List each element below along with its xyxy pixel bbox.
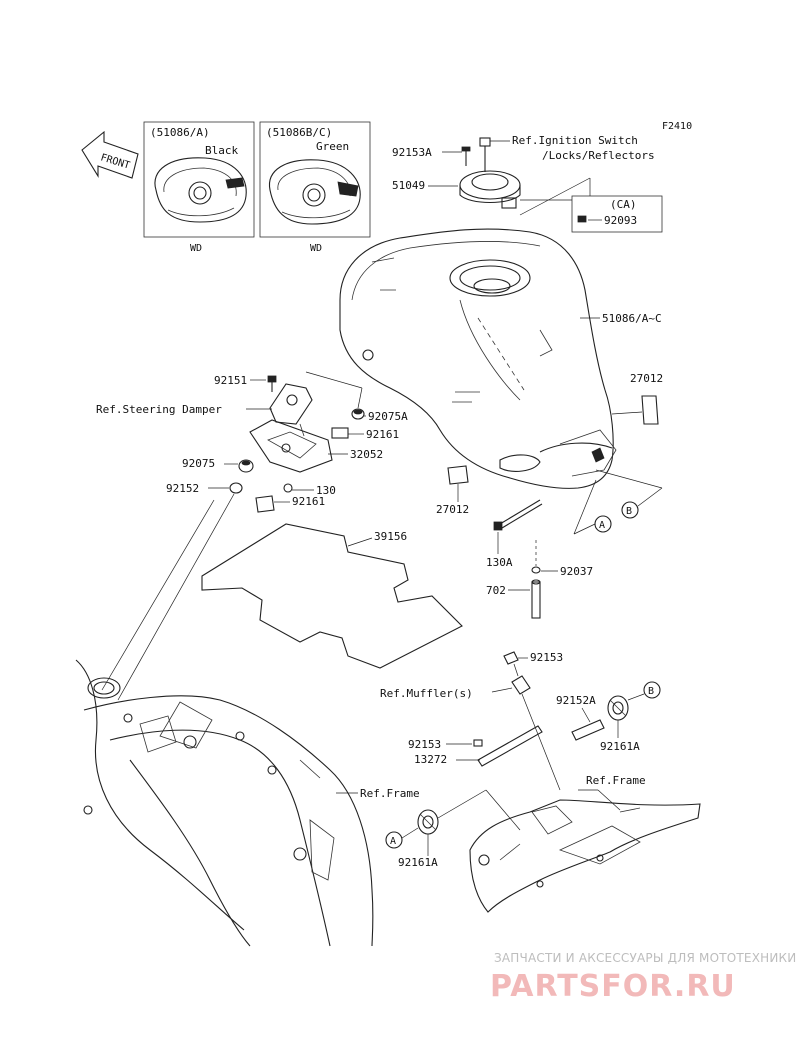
steering-damper-mount xyxy=(269,383,313,437)
callout-ref-frame-right: Ref.Frame xyxy=(586,774,646,787)
callout-130A: 130A xyxy=(486,556,513,569)
callout-92161A-right: 92161A xyxy=(600,740,640,753)
callout-92037: 92037 xyxy=(560,565,593,578)
callout-ref-ignition-1: Ref.Ignition Switch xyxy=(512,134,638,147)
callout-92151: 92151 xyxy=(214,374,247,387)
callout-130: 130 xyxy=(316,484,336,497)
svg-text:A: A xyxy=(390,836,396,847)
pad-92161b xyxy=(255,495,275,513)
callout-ca: (CA) xyxy=(610,198,637,211)
collar-92152 xyxy=(229,482,243,494)
watermark-logo: PARTSFOR.RU xyxy=(490,969,736,1004)
variant-code-a: (51086/A) xyxy=(150,126,210,139)
callout-ref-frame-left: Ref.Frame xyxy=(360,787,420,800)
callout-92153A: 92153A xyxy=(392,146,432,159)
callout-39156: 39156 xyxy=(374,530,407,543)
damper-92075A xyxy=(351,408,365,420)
callout-92152: 92152 xyxy=(166,482,199,495)
collar-92037 xyxy=(531,566,541,574)
callout-92161-lower: 92161 xyxy=(292,495,325,508)
callout-92075: 92075 xyxy=(182,457,215,470)
marker-a-2: A xyxy=(385,831,403,849)
variant-caption-bc: WD xyxy=(310,243,322,254)
callout-ref-muffler: Ref.Muffler(s) xyxy=(380,687,473,700)
pin-702 xyxy=(531,579,541,619)
damper-92161A-right xyxy=(607,695,629,721)
marker-b-2: B xyxy=(643,681,661,699)
svg-text:B: B xyxy=(626,506,632,517)
frame-main xyxy=(75,659,374,947)
callout-92161-upper: 92161 xyxy=(366,428,399,441)
callout-92152A: 92152A xyxy=(556,694,596,707)
bolt-130A xyxy=(493,499,543,531)
clip-muffler xyxy=(511,675,531,695)
variant-caption-a: WD xyxy=(190,243,202,254)
callout-92153-lower: 92153 xyxy=(408,738,441,751)
callout-ref-steering-damper: Ref.Steering Damper xyxy=(96,403,222,416)
pad-92161a xyxy=(331,427,349,439)
callout-ref-ignition-2: /Locks/Reflectors xyxy=(542,149,655,162)
ca-box: (CA) 92093 xyxy=(571,195,663,233)
callout-27012a: 27012 xyxy=(630,372,663,385)
marker-a-1: A xyxy=(594,515,612,533)
watermark-tagline: ЗАПЧАСТИ И АКСЕССУАРЫ ДЛЯ МОТОТЕХНИКИ xyxy=(494,951,796,965)
bracket-32052 xyxy=(249,419,333,473)
callout-92153-upper: 92153 xyxy=(530,651,563,664)
damper-92075 xyxy=(238,459,254,473)
callout-92093: 92093 xyxy=(604,214,637,227)
damper-92161A-left xyxy=(417,809,439,835)
key-cylinder-screw xyxy=(479,137,491,172)
callout-32052: 32052 xyxy=(350,448,383,461)
callout-92161A-left: 92161A xyxy=(398,856,438,869)
variant-color-green: Green xyxy=(316,140,349,153)
callout-702: 702 xyxy=(486,584,506,597)
frame-rear xyxy=(469,799,701,913)
svg-text:A: A xyxy=(599,520,605,531)
bolt-92151 xyxy=(267,375,277,392)
fuel-cap-51049 xyxy=(459,170,521,209)
bolt-92153-lower xyxy=(473,739,483,747)
figure-code: F2410 xyxy=(662,121,692,132)
callout-13272: 13272 xyxy=(414,753,447,766)
svg-text:B: B xyxy=(648,686,654,697)
callout-92075A: 92075A xyxy=(368,410,408,423)
label-sticker-27012b xyxy=(447,465,469,485)
marker-b-1: B xyxy=(621,501,639,519)
label-sticker-27012a xyxy=(641,395,659,425)
pad-39156 xyxy=(201,523,463,669)
bolt-130 xyxy=(283,483,293,493)
bolt-92153A xyxy=(461,146,471,166)
variant-color-black: Black xyxy=(205,144,238,157)
fuel-tank-51086 xyxy=(339,228,617,489)
variant-box-green: (51086B/C) Green WD xyxy=(259,121,371,254)
bracket-92153-upper xyxy=(503,651,519,665)
pin-92152A xyxy=(571,719,605,741)
callout-27012b: 27012 xyxy=(436,503,469,516)
rod-13272 xyxy=(477,725,543,767)
callout-51086: 51086/A~C xyxy=(602,312,662,325)
variant-code-bc: (51086B/C) xyxy=(266,126,332,139)
front-arrow-icon: FRONT xyxy=(81,130,139,179)
callout-51049: 51049 xyxy=(392,179,425,192)
front-label: FRONT xyxy=(99,152,131,171)
variant-box-black: (51086/A) Black WD xyxy=(143,121,255,254)
